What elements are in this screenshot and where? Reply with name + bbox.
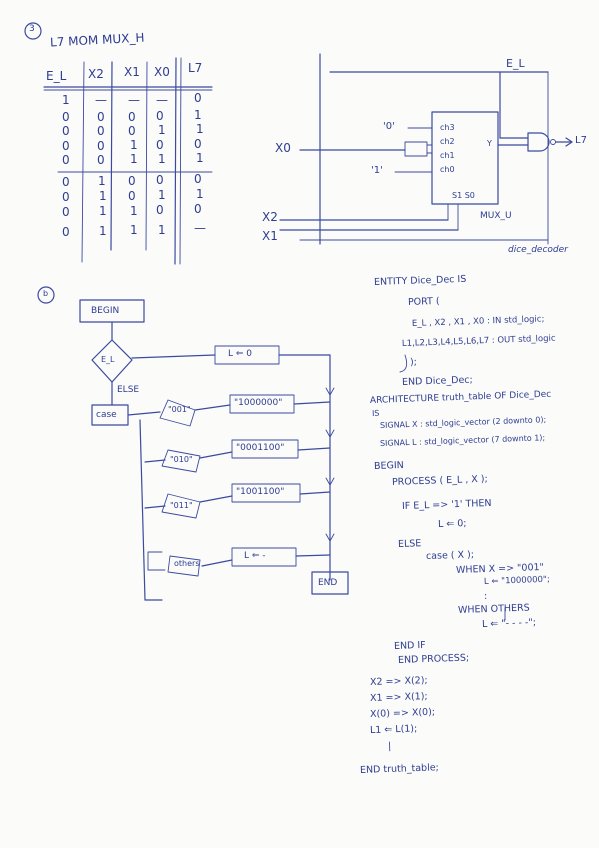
- flow-begin: BEGIN: [91, 306, 120, 316]
- circuit-caption: dice_decoder: [508, 245, 568, 255]
- section-a-number: 3: [29, 24, 35, 34]
- col-header-el: E_L: [46, 69, 67, 83]
- code-line: L ⇐ "1000000";: [483, 574, 550, 587]
- code-line: END IF: [393, 639, 426, 652]
- and-gate: [527, 132, 550, 152]
- mux-name-label: MUX_U: [480, 211, 512, 221]
- flow-val-011: "1001100": [236, 487, 285, 497]
- flow-val-others: L ⇐ -: [244, 551, 266, 561]
- flow-assign-zero: L ⇐ 0: [228, 349, 253, 359]
- const1-label: '1': [371, 165, 383, 176]
- x1-label: X1: [262, 229, 278, 243]
- code-line: END PROCESS;: [397, 652, 470, 666]
- select-label: S1 S0: [452, 191, 475, 200]
- mux-output-label: Y: [487, 139, 492, 148]
- section-b-number: b: [43, 289, 49, 298]
- x2-label: X2: [262, 210, 278, 224]
- flow-others: others: [174, 559, 200, 568]
- code-line: X1 => X(1);: [369, 690, 428, 704]
- flow-decision: E_L: [101, 355, 115, 364]
- flow-val-010: "0001100": [236, 443, 285, 453]
- code-line: X2 => X(2);: [369, 674, 428, 688]
- section-b-circle: [37, 286, 55, 304]
- code-line: L ⇐ "- - - -";: [481, 617, 537, 630]
- code-line: BEGIN: [373, 459, 404, 472]
- code-line: );: [409, 356, 418, 368]
- flow-opt-001: "001": [168, 405, 191, 414]
- end-box: [311, 571, 349, 595]
- code-line: case ( X );: [425, 549, 475, 562]
- flow-case: case: [96, 410, 117, 420]
- enable-label: E_L: [506, 57, 525, 70]
- l7-output-label: L7: [575, 135, 587, 146]
- code-line: PORT (: [407, 295, 440, 308]
- code-line: IS: [371, 408, 380, 418]
- code-line: END Dice_Dec;: [401, 374, 473, 388]
- pin-ch2: ch2: [440, 137, 455, 146]
- code-line: ELSE: [397, 538, 422, 550]
- x0-label: X0: [275, 141, 291, 155]
- flow-else: ELSE: [117, 385, 140, 395]
- code-line: END truth_table;: [359, 762, 439, 776]
- col-header-x0: X0: [154, 65, 170, 79]
- code-line: X(0) => X(0);: [369, 706, 436, 720]
- mux-box: [431, 111, 499, 205]
- code-line: :: [483, 590, 488, 602]
- flow-opt-011: "011": [170, 501, 193, 510]
- flow-end: END: [318, 578, 338, 588]
- pin-ch0: ch0: [440, 165, 455, 174]
- code-line: L1 ⇐ L(1);: [369, 723, 418, 736]
- pin-ch3: ch3: [440, 123, 455, 132]
- code-line: WHEN OTHERS: [457, 602, 530, 616]
- flow-opt-010: "010": [170, 455, 193, 464]
- col-header-l7: L7: [188, 61, 203, 75]
- code-line: |: [387, 740, 392, 752]
- col-header-x1: X1: [124, 65, 140, 79]
- code-line: L ⇐ 0;: [437, 518, 467, 530]
- section-a-circle: [24, 22, 42, 40]
- pin-ch1: ch1: [440, 151, 455, 160]
- const0-label: '0': [383, 121, 395, 132]
- col-header-x2: X2: [88, 67, 104, 81]
- flow-val-001: "1000000": [234, 398, 283, 408]
